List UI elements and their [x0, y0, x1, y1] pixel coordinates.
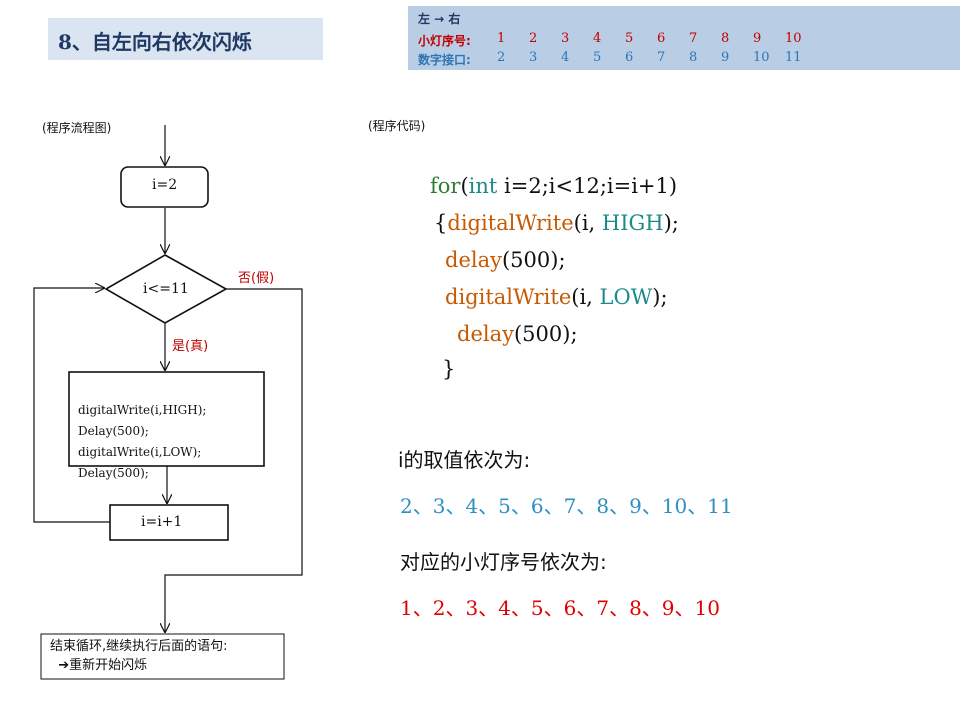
- delay-fn: delay: [445, 248, 502, 272]
- direction-heading: 左 → 右: [418, 12, 461, 26]
- end-line-2: ➔重新开始闪烁: [50, 658, 148, 673]
- lamp-values-sequence: 1、2、3、4、5、6、7、8、9、10: [400, 596, 720, 620]
- lamp-number: 2: [529, 31, 538, 46]
- flowchart-caption: (程序流程图): [42, 121, 112, 135]
- pin-number: 10: [753, 50, 770, 65]
- lamp-values-heading: 对应的小灯序号依次为:: [400, 550, 607, 574]
- init-text: i=2: [152, 177, 178, 193]
- lamp-number: 6: [657, 31, 666, 46]
- end-box: [40, 633, 285, 680]
- page-title: 8、自左向右依次闪烁: [58, 30, 252, 54]
- i-values-heading: i的取值依次为:: [398, 448, 531, 472]
- loop-back-arrow: [33, 288, 110, 523]
- code-caption: (程序代码): [368, 119, 426, 133]
- end-text: 结束循环,继续执行后面的语句: ➔重新开始闪烁: [50, 637, 228, 675]
- loop-body-box: [68, 371, 265, 467]
- false-branch-arrow: [165, 288, 303, 632]
- loop-body-text: digitalWrite(i,HIGH); Delay(500); digitalW…: [78, 379, 206, 505]
- pin-number: 8: [689, 50, 698, 65]
- lamp-number-label: 小灯序号:: [418, 34, 471, 48]
- lamp-number: 8: [721, 31, 730, 46]
- pin-number: 11: [785, 50, 802, 65]
- pin-number: 6: [625, 50, 634, 65]
- false-label: 否(假): [238, 271, 275, 286]
- increment-text: i=i+1: [141, 514, 183, 530]
- pin-number: 7: [657, 50, 666, 65]
- pin-number: 9: [721, 50, 730, 65]
- code-line-5: delay(500);: [457, 322, 578, 346]
- lamp-number: 5: [625, 31, 634, 46]
- end-line-1: 结束循环,继续执行后面的语句:: [50, 639, 228, 654]
- lamp-number: 3: [561, 31, 570, 46]
- high-const: HIGH: [601, 211, 664, 235]
- body-line-2: Delay(500);: [78, 424, 149, 438]
- delay-fn: delay: [457, 322, 514, 346]
- lamp-number: 9: [753, 31, 762, 46]
- digitalwrite-fn: digitalWrite: [445, 285, 572, 309]
- for-keyword: for: [430, 174, 461, 198]
- low-const: LOW: [599, 285, 653, 309]
- code-line-2: {digitalWrite(i, HIGH);: [434, 211, 679, 235]
- code-line-4: digitalWrite(i, LOW);: [445, 285, 668, 309]
- pin-number-label: 数字接口:: [418, 53, 471, 67]
- condition-text: i<=11: [143, 281, 189, 297]
- digitalwrite-fn: digitalWrite: [447, 211, 574, 235]
- code-line-3: delay(500);: [445, 248, 566, 272]
- pin-number: 2: [497, 50, 506, 65]
- pin-mapping-panel: [408, 6, 960, 70]
- pin-number: 3: [529, 50, 538, 65]
- body-line-4: Delay(500);: [78, 466, 149, 480]
- body-line-1: digitalWrite(i,HIGH);: [78, 403, 207, 417]
- title-banner: [48, 18, 323, 60]
- true-label: 是(真): [172, 339, 209, 354]
- pin-number: 5: [593, 50, 602, 65]
- int-type: int: [468, 174, 498, 198]
- body-line-3: digitalWrite(i,LOW);: [78, 445, 202, 459]
- code-line-6: }: [442, 357, 456, 381]
- lamp-number: 10: [785, 31, 802, 46]
- init-box: [120, 166, 209, 208]
- i-values-sequence: 2、3、4、5、6、7、8、9、10、11: [400, 494, 733, 518]
- lamp-number: 7: [689, 31, 698, 46]
- pin-number: 4: [561, 50, 570, 65]
- code-line-1: for(int i=2;i<12;i=i+1): [430, 174, 678, 198]
- lamp-number: 1: [497, 31, 506, 46]
- lamp-number: 4: [593, 31, 602, 46]
